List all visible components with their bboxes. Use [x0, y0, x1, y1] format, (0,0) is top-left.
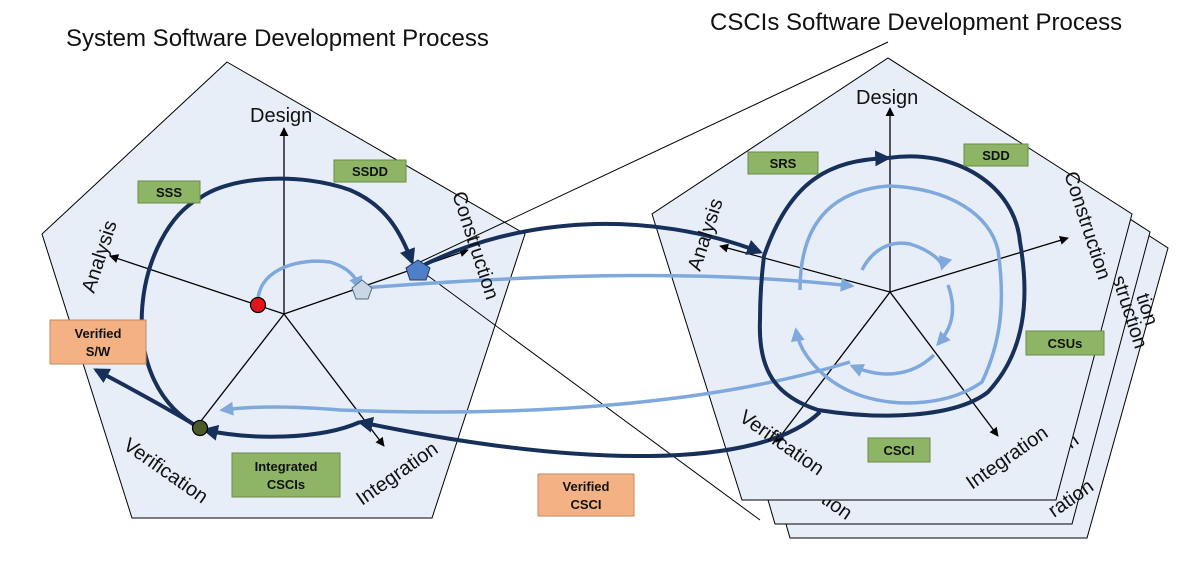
dark-pentagon-marker [405, 259, 431, 281]
system-dark-spiral-tail [201, 420, 361, 441]
system-light-spiral [256, 259, 363, 299]
system-verified-sw-arrow [93, 368, 202, 430]
system-label-design: Design [250, 105, 312, 127]
csci-to-system-dark-curve [356, 410, 822, 459]
light-pentagon-marker [351, 279, 373, 300]
csci-light-spiral-inner-return [849, 353, 936, 377]
csci-label-design: Design [856, 87, 918, 109]
csci-light-spiral-inner-down [936, 284, 955, 347]
sdd-box: SDD [963, 143, 1029, 167]
zoom-line-top [419, 41, 889, 263]
verified-csci-line2: CSCI [570, 497, 601, 512]
sss-box: SSS [137, 180, 201, 204]
csus-box: CSUs [1025, 330, 1105, 356]
csci-light-spiral-inner [860, 241, 953, 271]
srs-label: SRS [770, 156, 797, 171]
verified-sw-line2: S/W [86, 344, 111, 359]
verified-csci-box: Verified CSCI [537, 473, 635, 517]
end-dot [191, 419, 209, 437]
system-to-csci-light-line [361, 273, 855, 292]
csci-title: CSCIs Software Development Process [710, 9, 1122, 36]
start-dot [249, 296, 267, 314]
csci-dark-spiral [757, 150, 1027, 418]
verified-sw-line1: Verified [75, 326, 122, 341]
sdd-label: SDD [982, 148, 1009, 163]
ssdd-label: SSDD [352, 164, 388, 179]
csci-pentagon-front [651, 57, 1133, 501]
csus-label: CSUs [1048, 336, 1083, 351]
verified-sw-box: Verified S/W [49, 319, 147, 365]
csci-light-spiral-middle [790, 184, 1004, 405]
integrated-line2: CSCIs [267, 477, 305, 492]
sss-label: SSS [156, 185, 182, 200]
csci-label: CSCI [883, 443, 914, 458]
integrated-cscis-box: Integrated CSCIs [231, 452, 341, 498]
srs-box: SRS [747, 151, 819, 175]
system-to-csci-dark-arc [417, 221, 763, 270]
ssdd-box: SSDD [333, 159, 407, 183]
system-title: System Software Development Process [66, 25, 489, 52]
verified-csci-line1: Verified [563, 479, 610, 494]
csci-to-system-light-curve [219, 360, 851, 416]
csci-box: CSCI [867, 437, 931, 463]
zoom-line-bottom [419, 269, 761, 521]
integrated-line1: Integrated [255, 459, 318, 474]
